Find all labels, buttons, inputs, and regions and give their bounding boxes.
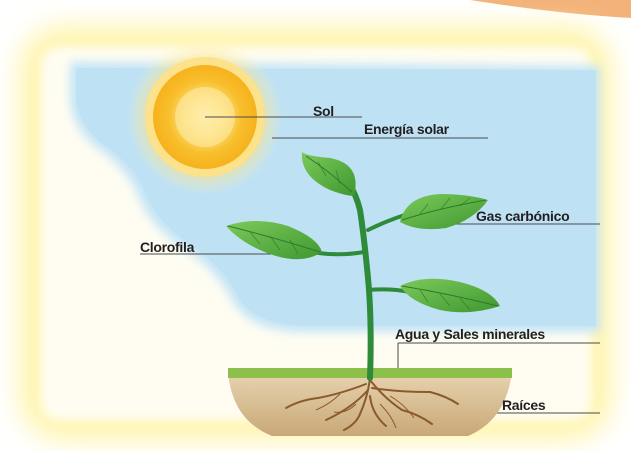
label-water-minerals: Agua y Sales minerales [395, 327, 545, 341]
label-roots: Raíces [502, 398, 545, 412]
label-carbon-gas: Gas carbónico [476, 209, 569, 223]
banner-corner [470, 0, 631, 18]
label-chlorophyll: Clorofila [140, 240, 194, 254]
label-sun: Sol [313, 104, 334, 118]
label-solar-energy: Energía solar [364, 122, 449, 136]
